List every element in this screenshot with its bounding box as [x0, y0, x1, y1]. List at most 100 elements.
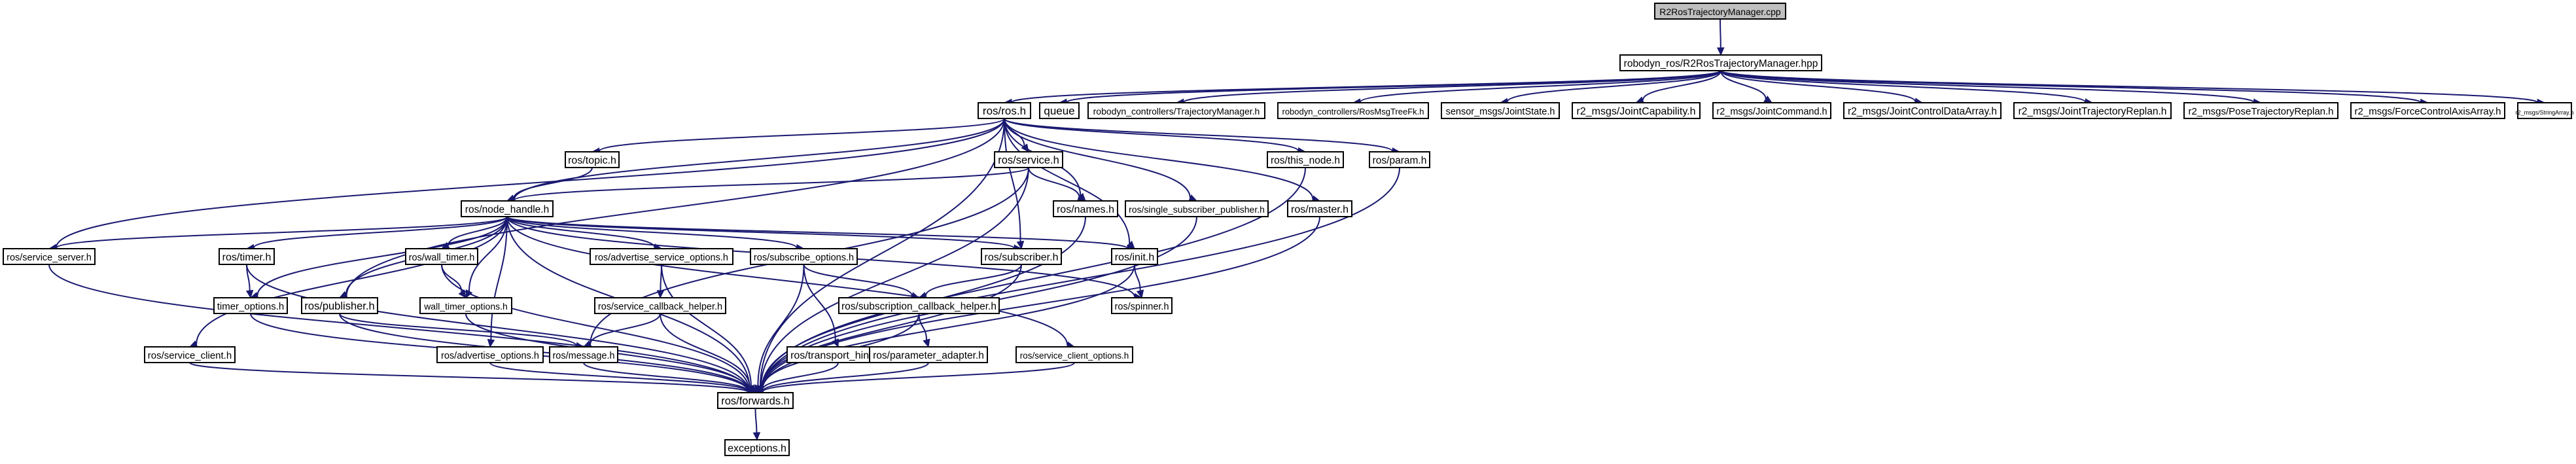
node-box — [3, 248, 96, 265]
node-label: ros/spinner.h — [1114, 302, 1169, 312]
node-box — [2013, 102, 2172, 119]
node-param-adapter[interactable]: ros/parameter_adapter.h — [869, 346, 988, 363]
node-traj-mgr[interactable]: robodyn_controllers/TrajectoryManager.h — [1087, 102, 1265, 119]
node-box — [2350, 102, 2505, 119]
node-ros-h[interactable]: ros/ros.h — [978, 102, 1031, 119]
node-box — [1441, 102, 1560, 119]
node-mgr-hpp[interactable]: robodyn_ros/R2RosTrajectoryManager.hpp — [1619, 54, 1822, 71]
node-box — [594, 297, 726, 314]
edge-svc_cb_helper-to-message — [582, 313, 661, 348]
node-master[interactable]: ros/master.h — [1287, 200, 1352, 217]
node-ssp[interactable]: ros/single_subscriber_publisher.h — [1125, 200, 1269, 217]
edge-service-to-names — [1028, 167, 1087, 202]
node-label: timer_options.h — [217, 301, 285, 312]
node-jointreplan[interactable]: r2_msgs/JointTrajectoryReplan.h — [2013, 102, 2172, 119]
node-label: r2_msgs/JointTrajectoryReplan.h — [2019, 106, 2167, 117]
node-label: ros/single_subscriber_publisher.h — [1129, 204, 1265, 215]
node-timer-opts[interactable]: timer_options.h — [213, 297, 288, 314]
node-box — [1039, 102, 1080, 119]
node-box — [750, 248, 858, 265]
node-box — [436, 346, 544, 363]
node-forwards[interactable]: ros/forwards.h — [717, 392, 794, 409]
node-sub-opts[interactable]: ros/subscribe_options.h — [750, 248, 858, 265]
node-box — [717, 392, 794, 409]
node-topic[interactable]: ros/topic.h — [565, 151, 620, 168]
node-box — [1015, 346, 1133, 363]
node-jointcmd[interactable]: r2_msgs/JointCommand.h — [1712, 102, 1831, 119]
edge-ros_h-to-subscriber — [1004, 118, 1025, 250]
node-service[interactable]: ros/service.h — [994, 151, 1063, 168]
node-exceptions[interactable]: exceptions.h — [724, 439, 790, 456]
node-label: robodyn_controllers/TrajectoryManager.h — [1093, 106, 1260, 116]
node-publisher[interactable]: ros/publisher.h — [301, 297, 378, 314]
node-jointstate[interactable]: sensor_msgs/JointState.h — [1441, 102, 1560, 119]
node-box — [1572, 102, 1701, 119]
edge-root-to-mgr_hpp — [1717, 18, 1725, 56]
node-timer[interactable]: ros/timer.h — [219, 248, 275, 265]
node-label: ros/subscription_callback_helper.h — [841, 301, 997, 312]
node-svc-cb-helper[interactable]: ros/service_callback_helper.h — [594, 297, 726, 314]
node-box — [213, 297, 288, 314]
node-jointctrl[interactable]: r2_msgs/JointControlDataArray.h — [1843, 102, 2002, 119]
edge-ros_h-to-param — [1004, 118, 1401, 155]
node-forcectrl[interactable]: r2_msgs/ForceControlAxisArray.h — [2350, 102, 2505, 119]
edge-subscriber-to-sub_cb_helper — [918, 264, 1022, 299]
node-label: ros/forwards.h — [721, 395, 790, 407]
node-wall-timer[interactable]: ros/wall_timer.h — [405, 248, 478, 265]
node-box — [144, 346, 236, 363]
node-box — [565, 151, 620, 168]
node-this-node[interactable]: ros/this_node.h — [1267, 151, 1344, 168]
node-svc-client-opts[interactable]: ros/service_client_options.h — [1015, 346, 1133, 363]
node-service-client[interactable]: ros/service_client.h — [144, 346, 236, 363]
node-subscriber[interactable]: ros/subscriber.h — [981, 248, 1062, 265]
edge-ros_h-to-ssp — [1004, 118, 1198, 202]
node-adv-svc-opts[interactable]: ros/advertise_service_options.h — [590, 248, 733, 265]
node-box — [2183, 102, 2338, 119]
node-queue[interactable]: queue — [1039, 102, 1080, 119]
node-label: ros/names.h — [1057, 204, 1114, 215]
node-service-server[interactable]: ros/service_server.h — [3, 248, 96, 265]
node-label: robodyn_ros/R2RosTrajectoryManager.hpp — [1624, 58, 1818, 69]
node-treefk[interactable]: robodyn_controllers/RosMsgTreeFk.h — [1277, 102, 1429, 119]
edge-ros_h-to-topic — [591, 118, 1005, 155]
node-label: ros/subscribe_options.h — [754, 253, 854, 263]
node-label: ros/master.h — [1291, 204, 1349, 215]
node-adv-opts[interactable]: ros/advertise_options.h — [436, 346, 544, 363]
node-label: sensor_msgs/JointState.h — [1446, 107, 1555, 117]
node-param[interactable]: ros/param.h — [1369, 151, 1430, 168]
node-node-handle[interactable]: ros/node_handle.h — [461, 200, 554, 217]
edge-layer — [48, 18, 2546, 441]
node-message[interactable]: ros/message.h — [549, 346, 618, 363]
node-box — [461, 200, 554, 217]
edge-service-to-node_handle — [506, 167, 1029, 205]
node-label: ros/message.h — [552, 351, 614, 361]
edge-node_handle-to-subscriber — [506, 216, 1023, 253]
node-box — [419, 297, 512, 314]
node-label: ros/service_client_options.h — [1020, 351, 1129, 361]
edge-timer-to-forwards — [246, 264, 756, 395]
node-box — [1287, 200, 1352, 217]
edge-ros_h-to-this_node — [1004, 118, 1307, 155]
edge-svc_client_opts-to-forwards — [754, 362, 1075, 396]
node-wall-timer-opts[interactable]: wall_timer_options.h — [419, 297, 512, 314]
node-box — [981, 248, 1062, 265]
node-label: R2RosTrajectoryManager.cpp — [1659, 7, 1781, 17]
node-label: ros/parameter_adapter.h — [873, 350, 984, 361]
node-box — [1111, 248, 1158, 265]
node-box — [1267, 151, 1344, 168]
node-box — [869, 346, 988, 363]
node-spinner[interactable]: ros/spinner.h — [1111, 297, 1173, 314]
node-sub-cb-helper[interactable]: ros/subscription_callback_helper.h — [838, 297, 1000, 314]
node-box — [1619, 54, 1822, 71]
node-names[interactable]: ros/names.h — [1053, 200, 1118, 217]
node-label: queue — [1044, 105, 1074, 117]
node-init[interactable]: ros/init.h — [1111, 248, 1158, 265]
node-jointcap[interactable]: r2_msgs/JointCapability.h — [1572, 102, 1701, 119]
node-box — [1712, 102, 1831, 119]
node-posereplan[interactable]: r2_msgs/PoseTrajectoryReplan.h — [2183, 102, 2338, 119]
node-label: ros/param.h — [1373, 155, 1427, 166]
node-box — [549, 346, 618, 363]
node-strarray[interactable]: r2_msgs/StringArray.h — [2516, 102, 2574, 119]
node-label: r2_msgs/JointCapability.h — [1576, 106, 1695, 117]
